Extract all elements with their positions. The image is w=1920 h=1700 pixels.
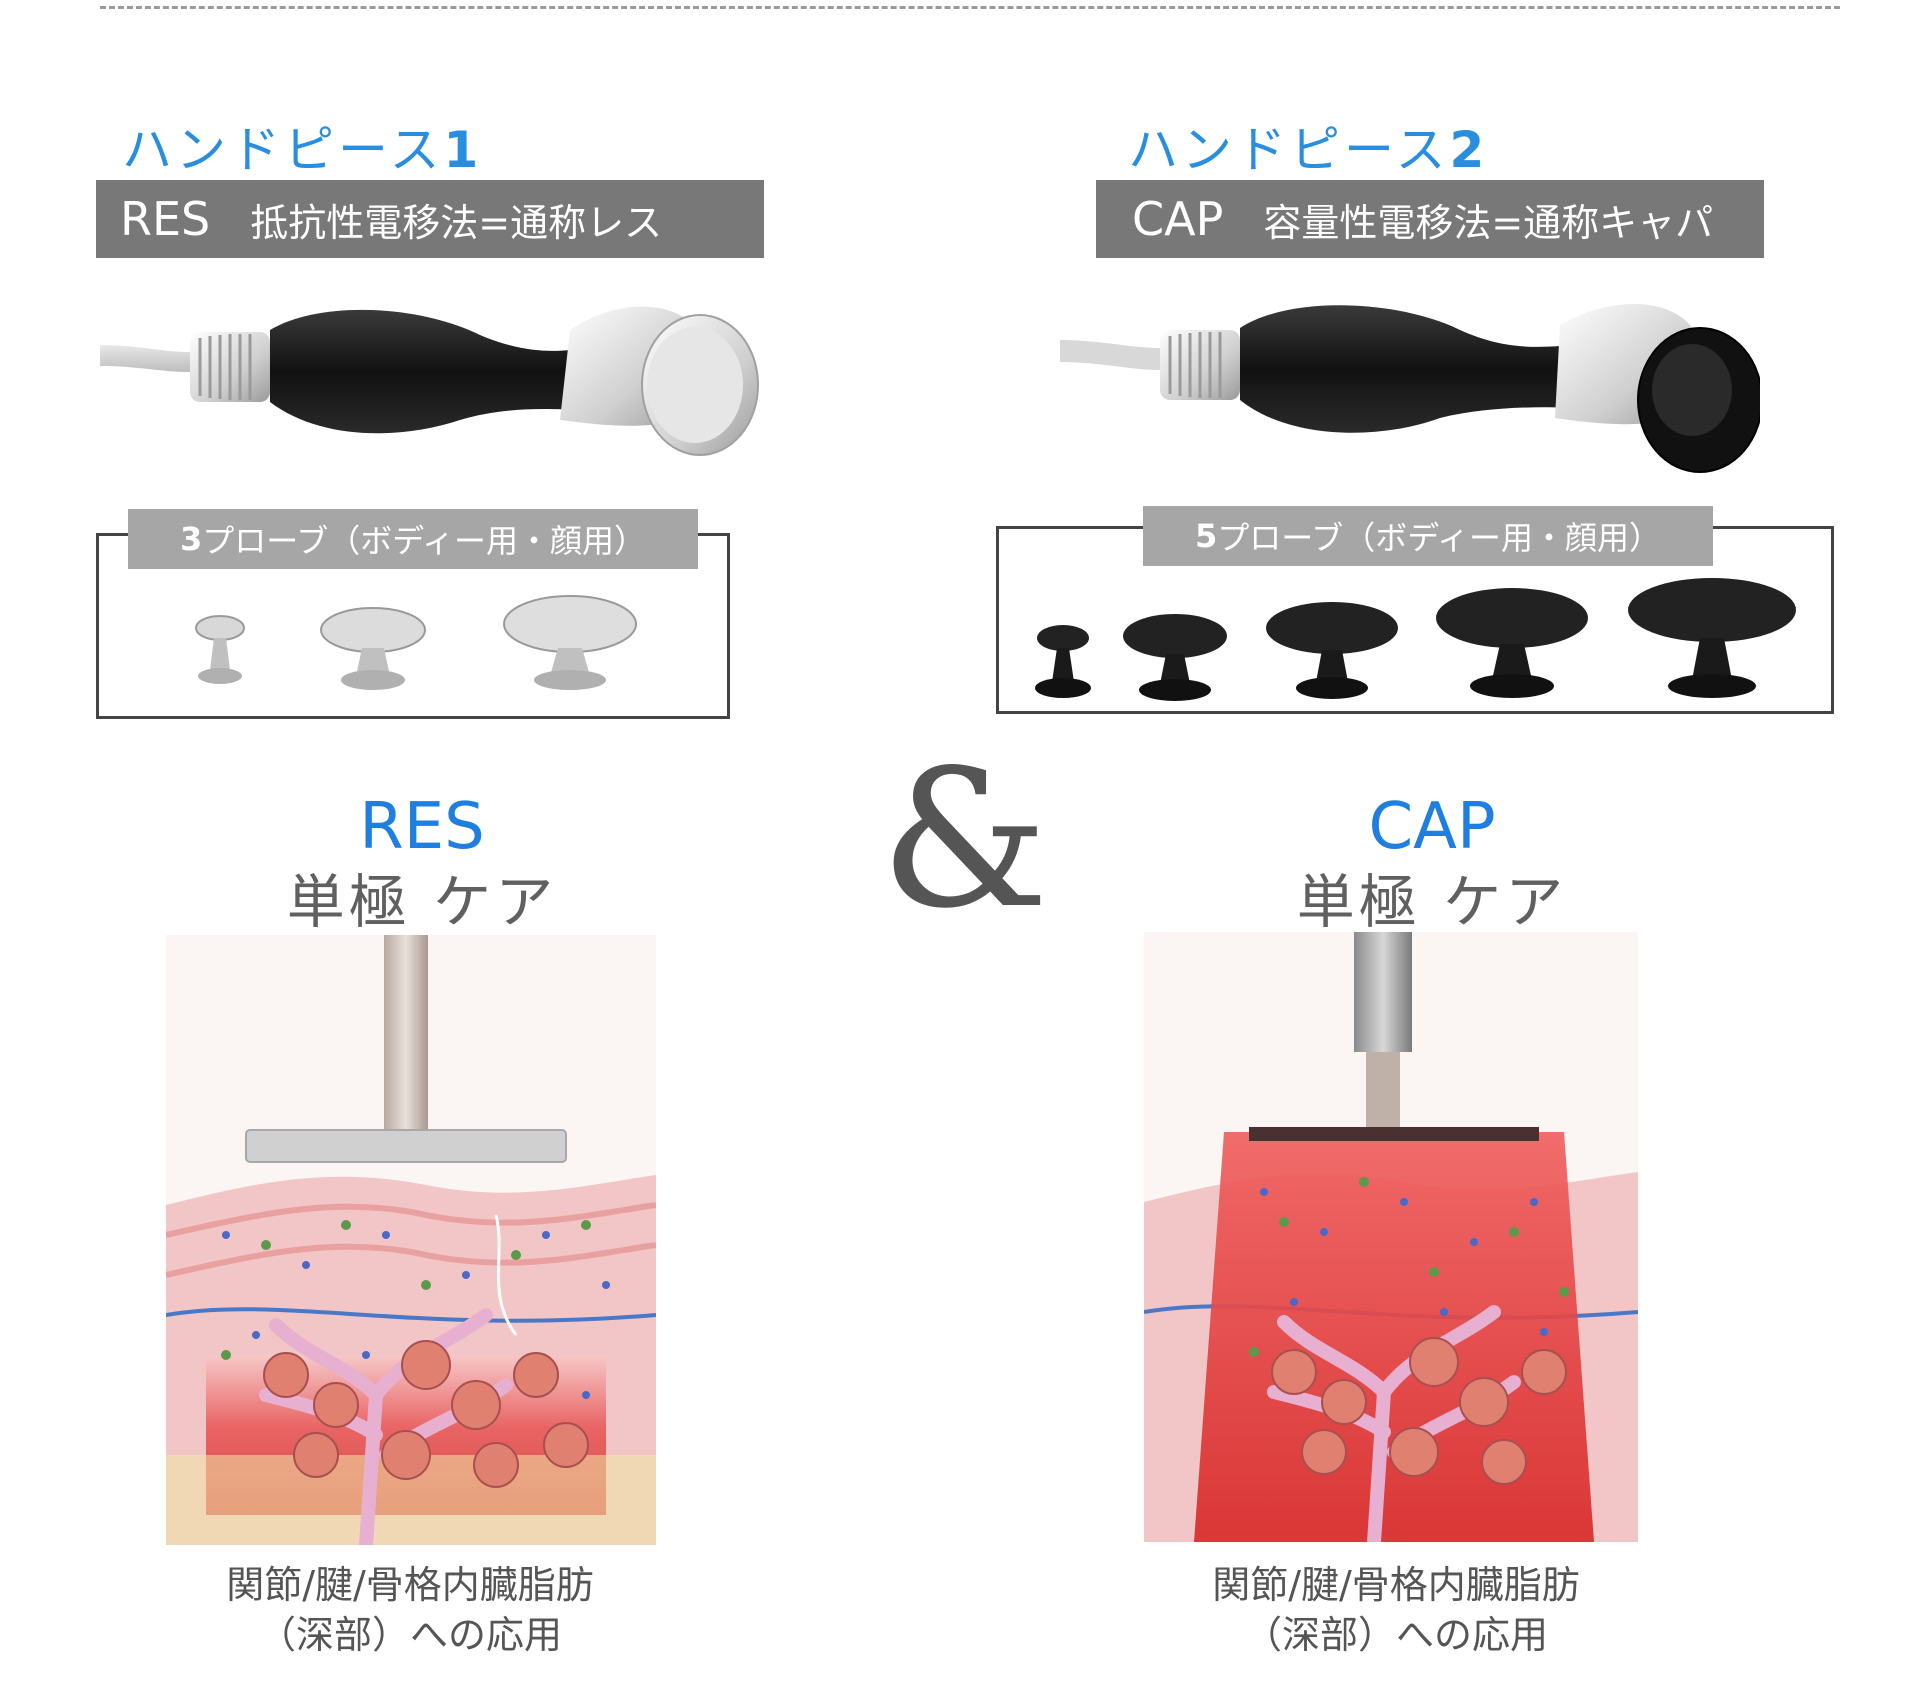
handpiece-2-title-text: ハンドピース bbox=[1128, 121, 1450, 179]
mode-cap-title: CAP bbox=[1368, 790, 1496, 864]
probe-black-3 bbox=[1266, 602, 1398, 699]
handpiece-2-title: ハンドピース2 bbox=[1128, 110, 1488, 182]
mode-res-caption-line1: 関節/腱/骨格内臓脂肪 bbox=[226, 1563, 594, 1607]
cap-tissue-diagram bbox=[1144, 932, 1638, 1542]
mode-res-title: RES bbox=[359, 790, 485, 864]
handpiece-2-abbr: CAP bbox=[1132, 192, 1224, 246]
handpiece-2-probe-count: 5 bbox=[1194, 517, 1218, 555]
mode-res-caption-line2: （深部）への応用 bbox=[257, 1613, 562, 1657]
probe-black-5 bbox=[1628, 578, 1796, 698]
probe-black-2 bbox=[1123, 614, 1227, 701]
probe-silver-small bbox=[195, 615, 245, 684]
handpiece-1-probe-count: 3 bbox=[179, 520, 203, 558]
probe-black-1 bbox=[1035, 625, 1091, 698]
handpiece-1-title-text: ハンドピース bbox=[122, 121, 444, 179]
handpiece-1-probe-label-text: プローブ（ボディー用・顔用） bbox=[202, 522, 647, 560]
handpiece-2-image bbox=[1060, 303, 1760, 473]
handpiece-1-title: ハンドピース1 bbox=[122, 110, 482, 182]
probe-black-4 bbox=[1436, 588, 1588, 698]
mode-res-subtitle: 単極 ケア bbox=[286, 868, 558, 936]
mode-res-caption: 関節/腱/骨格内臓脂肪 （深部）への応用 bbox=[160, 1560, 660, 1660]
mode-cap-caption: 関節/腱/骨格内臓脂肪 （深部）への応用 bbox=[1146, 1560, 1646, 1660]
handpiece-2-label-bar: CAP 容量性電移法=通称キャパ bbox=[1096, 180, 1764, 258]
mode-cap-caption-line1: 関節/腱/骨格内臓脂肪 bbox=[1212, 1563, 1580, 1607]
handpiece-1-abbr: RES bbox=[120, 192, 211, 246]
probe-silver-large bbox=[503, 595, 637, 690]
mode-cap-subtitle: 単極 ケア bbox=[1296, 868, 1568, 936]
handpiece-2-description: 容量性電移法=通称キャパ bbox=[1263, 200, 1714, 245]
handpiece-1-label-bar: RES 抵抗性電移法=通称レス bbox=[96, 180, 764, 258]
dashed-divider bbox=[100, 6, 1840, 9]
handpiece-1-title-number: 1 bbox=[443, 121, 483, 179]
probe-silver-medium bbox=[320, 607, 426, 690]
handpiece-1-description: 抵抗性電移法=通称レス bbox=[250, 200, 663, 245]
handpiece-2-title-number: 2 bbox=[1449, 121, 1489, 179]
mode-cap-caption-line2: （深部）への応用 bbox=[1243, 1613, 1548, 1657]
handpiece-2-probe-label-text: プローブ（ボディー用・顔用） bbox=[1217, 519, 1662, 557]
handpiece-1-image bbox=[100, 306, 759, 456]
res-tissue-diagram bbox=[166, 935, 656, 1545]
ampersand: & bbox=[880, 729, 1050, 950]
